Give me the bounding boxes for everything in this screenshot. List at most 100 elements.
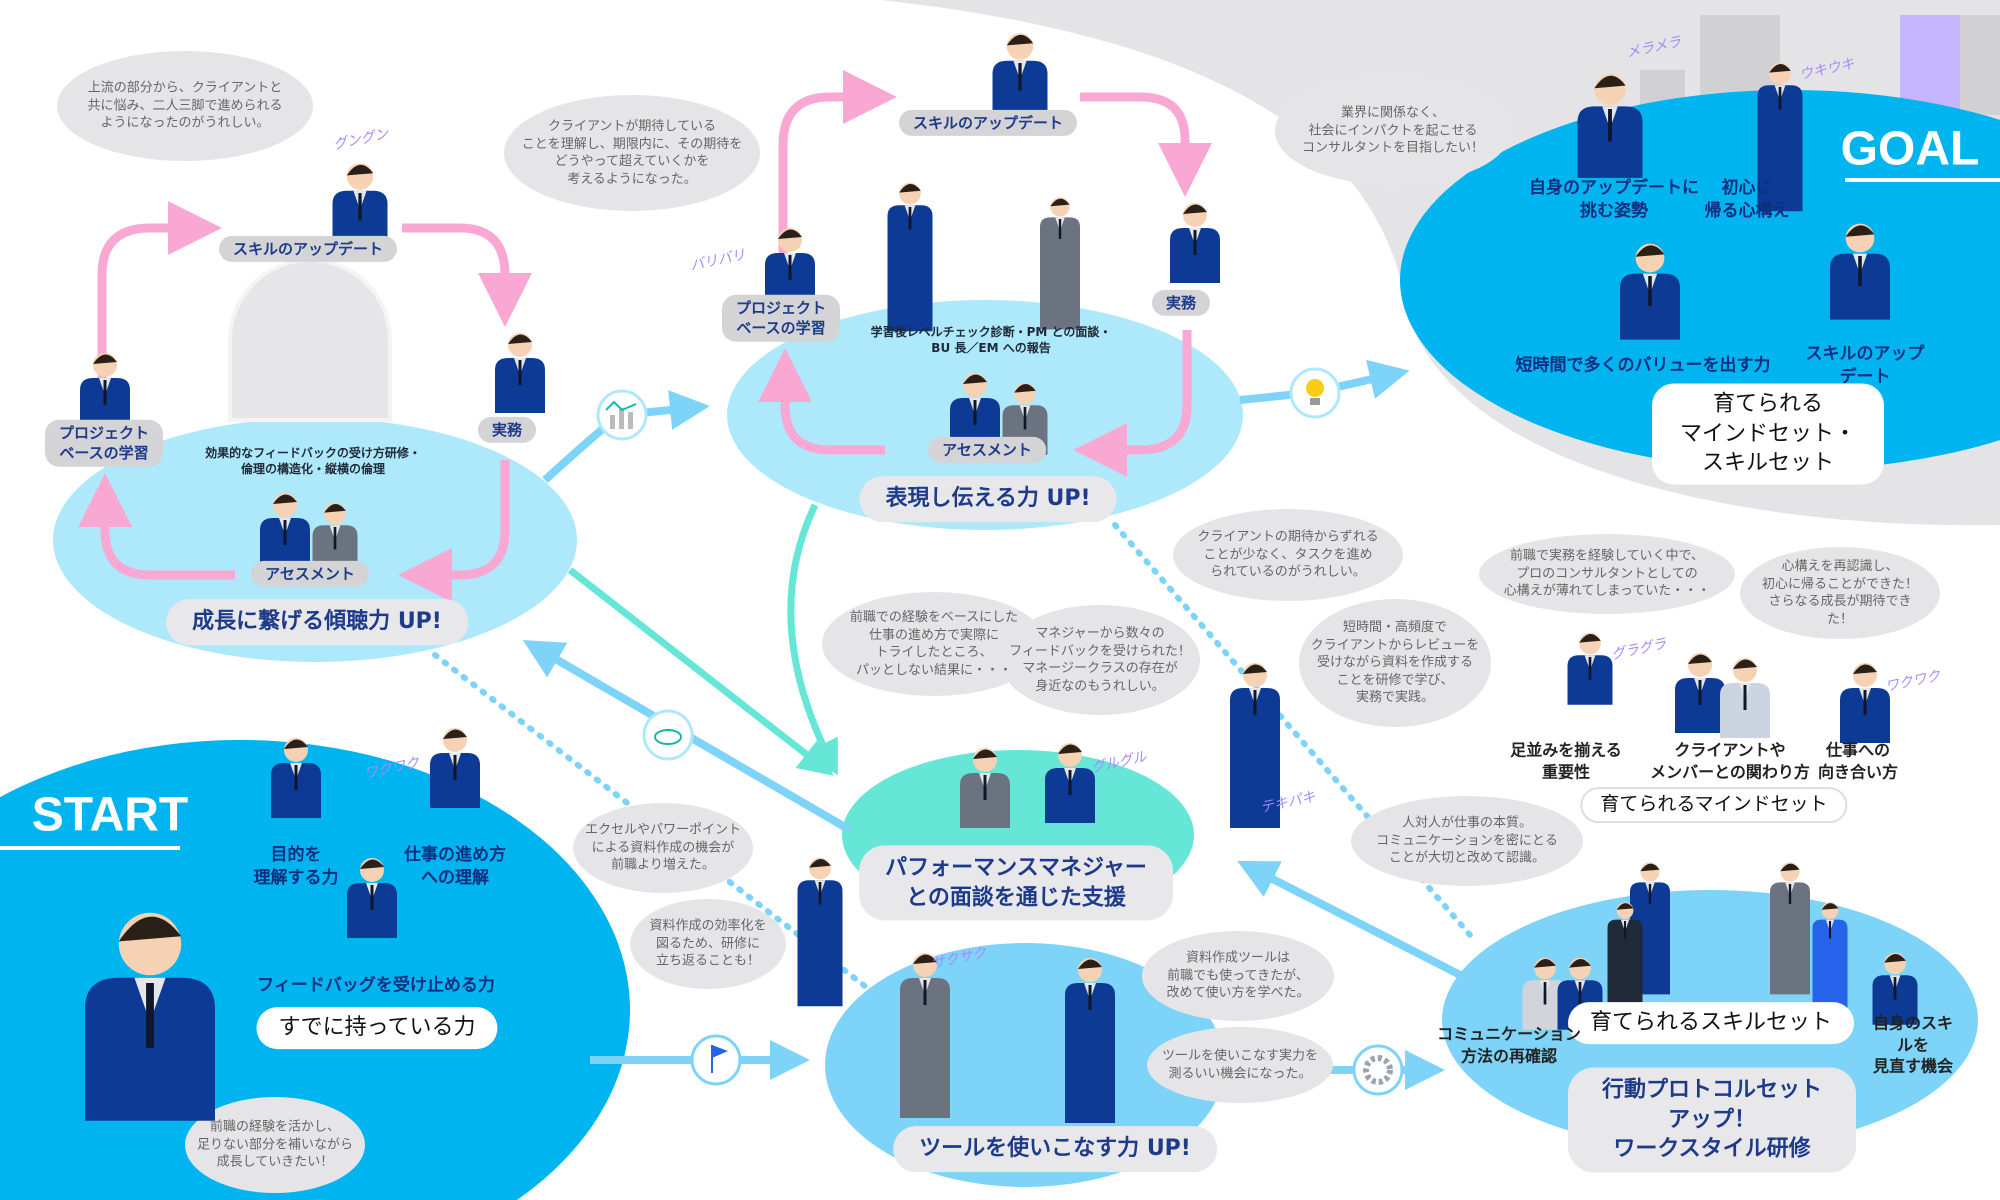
- person-figure: [1720, 658, 1770, 738]
- walker-bubble-2: 短時間・高頻度で クライアントからレビューを 受けながら資料を作成する ことを研…: [1310, 620, 1480, 706]
- speech-bubble: [1299, 599, 1491, 727]
- person-figure: [260, 493, 310, 573]
- person-figure: [797, 857, 843, 1007]
- speech-bubble: [1479, 534, 1735, 614]
- flag-icon: [690, 1034, 742, 1086]
- goal-bubble: 業界に関係なく、 社会にインパクトを起こせる コンサルタントを目指したい！: [1301, 105, 1485, 156]
- speech-bubble: [504, 95, 760, 211]
- listening-node-project: プロジェクト ベースの学習: [44, 419, 164, 467]
- pm-title: パフォーマンスマネジャー との面談を通じた支援: [859, 845, 1173, 921]
- person-figure: [765, 228, 815, 308]
- person-figure: [1170, 203, 1220, 283]
- person-figure: [1040, 197, 1080, 330]
- tools-bubble-2: 資料作成の効率化を 図るため、研修に 立ち返ることも！: [649, 918, 767, 969]
- speech-bubble: [1142, 931, 1334, 1021]
- listening-node-work: 実務: [477, 416, 537, 444]
- tools-bubble-4: ツールを使いこなす実力を 測るいい機会になった。: [1161, 1048, 1319, 1081]
- person-figure: [1812, 902, 1848, 1018]
- goal-pill: 育てられる マインドセット・スキルセット: [1652, 383, 1884, 485]
- person-figure: [960, 748, 1010, 828]
- person-figure: [1675, 653, 1725, 733]
- person-figure: [900, 953, 950, 1118]
- listening-node-assess: アセスメント: [251, 560, 369, 588]
- person-figure: [1840, 663, 1890, 743]
- expression-node-assess: アセスメント: [928, 436, 1046, 464]
- person-figure: [1522, 957, 1568, 1030]
- cloud-icon: [642, 709, 694, 761]
- tools-bubble-3: 資料作成ツールは 前職でも使ってきたが、 改めて使い方を学べた。: [1166, 950, 1310, 1001]
- mindset-item-1: 足並みを揃える 重要性: [1510, 740, 1622, 781]
- person-figure: [887, 182, 933, 332]
- person-figure: [1607, 902, 1643, 1018]
- person-figure: [992, 33, 1048, 122]
- pm-bubble-1: 前職での経験をベースにした 仕事の進め方で実際に トライしたところ、 パッとしな…: [849, 609, 1019, 678]
- workstyle-item-self-review: 自身のスキルを 見直す機会: [1872, 1013, 1953, 1076]
- pm-bubble-2: マネジャーから数々の フィードバックを受けられた！ マネージークラスの存在が 身…: [1009, 625, 1191, 694]
- goal-item-value: 短時間で多くのバリューを出す力: [1515, 355, 1771, 376]
- person-figure: [495, 333, 545, 413]
- listening-bubble: 上流の部分から、クライアントと 共に悩み、二人三脚で進められる ようになったのが…: [87, 80, 283, 131]
- goal-area: [1400, 90, 2000, 470]
- start-bubble: 前職の経験を活かし、 足りない部分を補いながら 成長していきたい！: [196, 1119, 354, 1170]
- chart-icon: [596, 389, 648, 441]
- person-figure: [85, 912, 215, 1121]
- person-figure: [1770, 862, 1810, 995]
- person-figure: [271, 738, 321, 818]
- goal-item-attitude: 自身のアップデートに 挑む姿勢: [1529, 178, 1699, 221]
- speech-bubble: [185, 1097, 365, 1193]
- person-figure: [347, 858, 397, 938]
- city-skyline: [1640, 15, 2000, 140]
- speech-bubble: [573, 803, 753, 893]
- dome: [228, 258, 392, 422]
- goal-heading: GOAL: [1840, 122, 1980, 176]
- workstyle-item-communication: コミュニケーション 方法の再確認: [1437, 1024, 1581, 1065]
- lightbulb-icon: [1289, 367, 1341, 419]
- gear-icon: [1352, 1044, 1404, 1096]
- listening-caption: 効果的なフィードバックの受け方研修・ 倫理の構造化・縦横の倫理: [205, 445, 421, 476]
- mindset-pill: 育てられるマインドセット: [1580, 787, 1848, 823]
- person-figure: [1757, 62, 1803, 212]
- person-figure: [1230, 663, 1280, 828]
- person-figure: [1065, 958, 1115, 1123]
- speech-bubbles: [57, 51, 1940, 1193]
- listening-title: 成長に繋げる傾聴力 UP!: [166, 599, 468, 645]
- walker-bubble-1: クライアントの期待からずれる ことが少なく、タスクを進め られているのがうれしい…: [1197, 529, 1379, 580]
- start-pill: すでに持っている力: [256, 1007, 498, 1049]
- speech-bubble: [57, 51, 313, 161]
- speech-bubble: [1740, 547, 1940, 639]
- workstyle-bubble: 人対人が仕事の本質。 コミュニケーションを密にとる ことが大切と改めて認識。: [1376, 815, 1558, 866]
- person-figure: [1577, 73, 1643, 178]
- speech-bubble: [1173, 509, 1403, 601]
- people-illustrations: [80, 33, 1918, 1123]
- pm-arrows: [567, 503, 838, 776]
- workstyle-pill: 育てられるスキルセット: [1567, 1002, 1855, 1044]
- start-skill-purpose: 目的を 理解する力: [253, 845, 339, 888]
- goal-item-skill: スキルのアップデート: [1805, 344, 1925, 387]
- start-heading: START: [31, 788, 189, 842]
- workstyle-title: 行動プロトコルセットアップ！ ワークスタイル研修: [1568, 1067, 1856, 1173]
- person-figure: [80, 353, 130, 433]
- listening-cycle-arrows: [78, 201, 532, 602]
- person-figure: [1567, 632, 1613, 705]
- tools-title: ツールを使いこなす力 UP!: [893, 1126, 1217, 1172]
- expression-node-project: プロジェクト ベースの学習: [721, 294, 841, 342]
- listening-node-skill: スキルのアップデート: [218, 235, 398, 263]
- speech-bubble: [822, 592, 1046, 696]
- mindset-bubble-1: 前職で実務を経験していく中で、 プロのコンサルタントとしての 心構えが薄れてしま…: [1503, 548, 1711, 599]
- person-figure: [1620, 243, 1680, 340]
- speech-bubble: [1000, 605, 1200, 715]
- mindset-item-3: 仕事への 向き合い方: [1817, 740, 1899, 781]
- mindset-item-2: クライアントや メンバーとの関わり方: [1650, 740, 1810, 781]
- speech-bubble: [1147, 1027, 1333, 1103]
- mindset-bubble-2: 心構えを再認識し、 初心に帰ることができた！ さらなる成長が期待できた！: [1761, 558, 1918, 627]
- expression-title: 表現し伝える力 UP!: [859, 476, 1117, 522]
- speech-bubble: [1275, 77, 1511, 185]
- expression-cycle-arrows: [758, 70, 1212, 477]
- start-skill-feedback: フィードバッグを受け止める力: [257, 975, 495, 996]
- speech-bubble: [630, 899, 786, 989]
- expression-caption: 学習後レベルチェック診断・PM との面談・ BU 長／EM への報告: [870, 324, 1112, 355]
- person-figure: [1830, 223, 1890, 320]
- expression-bubble: クライアントが期待している ことを理解し、期限内に、その期待を どうやって超えて…: [521, 118, 743, 187]
- goal-item-beginner-mind: 初心に 帰る心構え: [1704, 178, 1790, 221]
